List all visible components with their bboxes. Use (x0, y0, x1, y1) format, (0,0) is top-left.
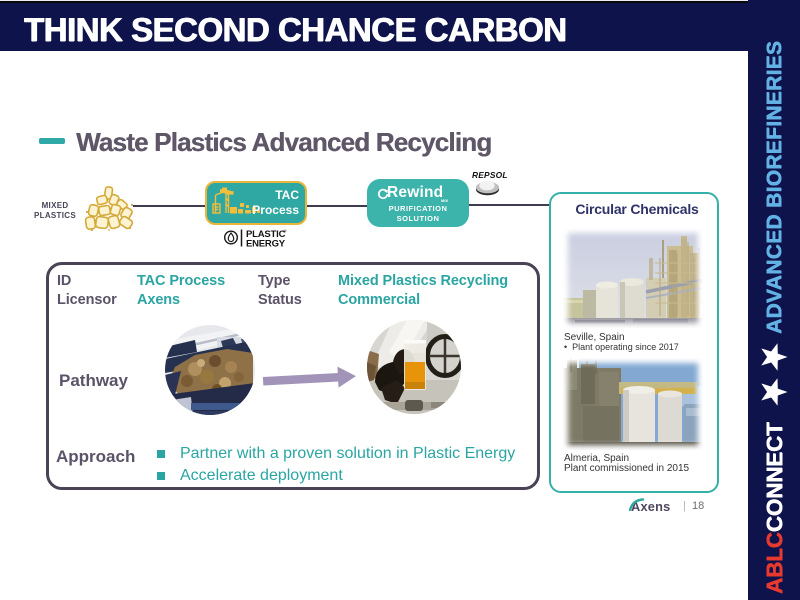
svg-text:®: ® (284, 229, 287, 234)
svg-text:PLASTIC: PLASTIC (246, 229, 286, 240)
svg-text:ENERGY: ENERGY (246, 239, 286, 249)
